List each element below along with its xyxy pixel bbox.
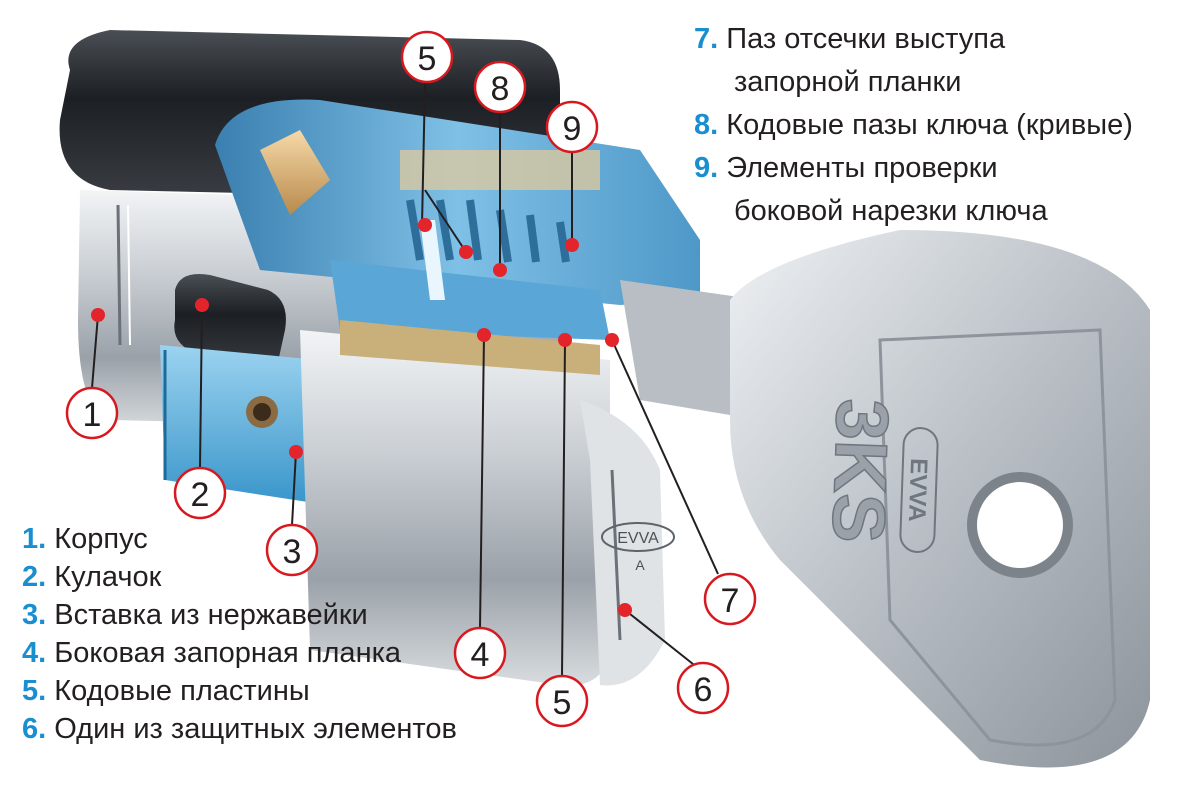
callout-4: 4 — [453, 626, 507, 680]
pointer-lines — [91, 81, 719, 677]
legend-item-4-label: Боковая запорная планка — [54, 637, 402, 669]
legend-item-8-label: Кодовые пазы ключа (кривые) — [726, 109, 1133, 141]
callout-6-number: 6 — [694, 671, 713, 709]
marker-dots — [91, 218, 632, 617]
legend-item-3: 3. Вставка из нержавейки — [22, 596, 457, 634]
cylinder-letter-engraving: A — [635, 557, 645, 573]
legend-item-1: 1. Корпус — [22, 520, 457, 558]
legend-item-1-label: Корпус — [54, 523, 148, 555]
cylinder-maker-engraving: EVVA — [617, 530, 659, 547]
legend-item-7: 7. Паз отсечки выступа — [694, 18, 1133, 61]
callout-8: 8 — [473, 60, 527, 114]
legend-item-9-number: 9. — [694, 152, 719, 184]
legend-item-7-continuation: запорной планки — [734, 66, 962, 98]
key: 3KS EVVA — [620, 230, 1150, 768]
callout-3: 3 — [265, 523, 319, 577]
callout-8-number: 8 — [491, 70, 510, 108]
callout-9: 9 — [545, 100, 599, 154]
legend-left: 1. Корпус 2. Кулачок 3. Вставка из нержа… — [22, 520, 457, 748]
legend-item-1-number: 1. — [22, 523, 47, 555]
callout-6: 6 — [676, 661, 730, 715]
legend-item-2-number: 2. — [22, 561, 47, 593]
legend-item-9: 9. Элементы проверки — [694, 147, 1133, 190]
key-maker-engraving: EVVA — [903, 458, 932, 522]
callout-9-number: 9 — [563, 110, 582, 148]
callout-1-number: 1 — [83, 396, 102, 434]
legend-item-5: 5. Кодовые пластины — [22, 672, 457, 710]
legend-item-9-label: Элементы проверки — [726, 152, 998, 184]
callout-5-bottom: 5 — [535, 674, 589, 728]
callout-2-number: 2 — [191, 476, 210, 514]
legend-item-4: 4. Боковая запорная планка — [22, 634, 457, 672]
legend-item-3-label: Вставка из нержавейки — [54, 599, 368, 631]
callout-3-number: 3 — [283, 533, 302, 571]
legend-item-2-label: Кулачок — [54, 561, 162, 593]
callout-5-top-number: 5 — [418, 40, 437, 78]
legend-item-9-continuation: боковой нарезки ключа — [734, 195, 1048, 227]
legend-item-4-number: 4. — [22, 637, 47, 669]
callout-5-top: 5 — [400, 30, 454, 84]
legend-item-3-number: 3. — [22, 599, 47, 631]
key-brand-engraving: 3KS — [816, 398, 904, 545]
callout-1: 1 — [65, 386, 119, 440]
legend-item-6-label: Один из защитных элементов — [54, 713, 457, 745]
legend-item-5-label: Кодовые пластины — [54, 675, 310, 707]
legend-item-5-number: 5. — [22, 675, 47, 707]
housing-front: EVVA A — [300, 330, 675, 686]
legend-item-6: 6. Один из защитных элементов — [22, 710, 457, 748]
callout-7: 7 — [703, 572, 757, 626]
callout-2: 2 — [173, 466, 227, 520]
callout-4-number: 4 — [471, 636, 490, 674]
legend-item-6-number: 6. — [22, 713, 47, 745]
legend-right: 7. Паз отсечки выступа запорной планки 8… — [694, 18, 1133, 233]
callout-5-bottom-number: 5 — [553, 684, 572, 722]
legend-item-8: 8. Кодовые пазы ключа (кривые) — [694, 104, 1133, 147]
callout-7-number: 7 — [721, 582, 740, 620]
legend-item-2: 2. Кулачок — [22, 558, 457, 596]
legend-item-7-label: Паз отсечки выступа — [726, 23, 1006, 55]
legend-item-8-number: 8. — [694, 109, 719, 141]
legend-item-7-number: 7. — [694, 23, 719, 55]
